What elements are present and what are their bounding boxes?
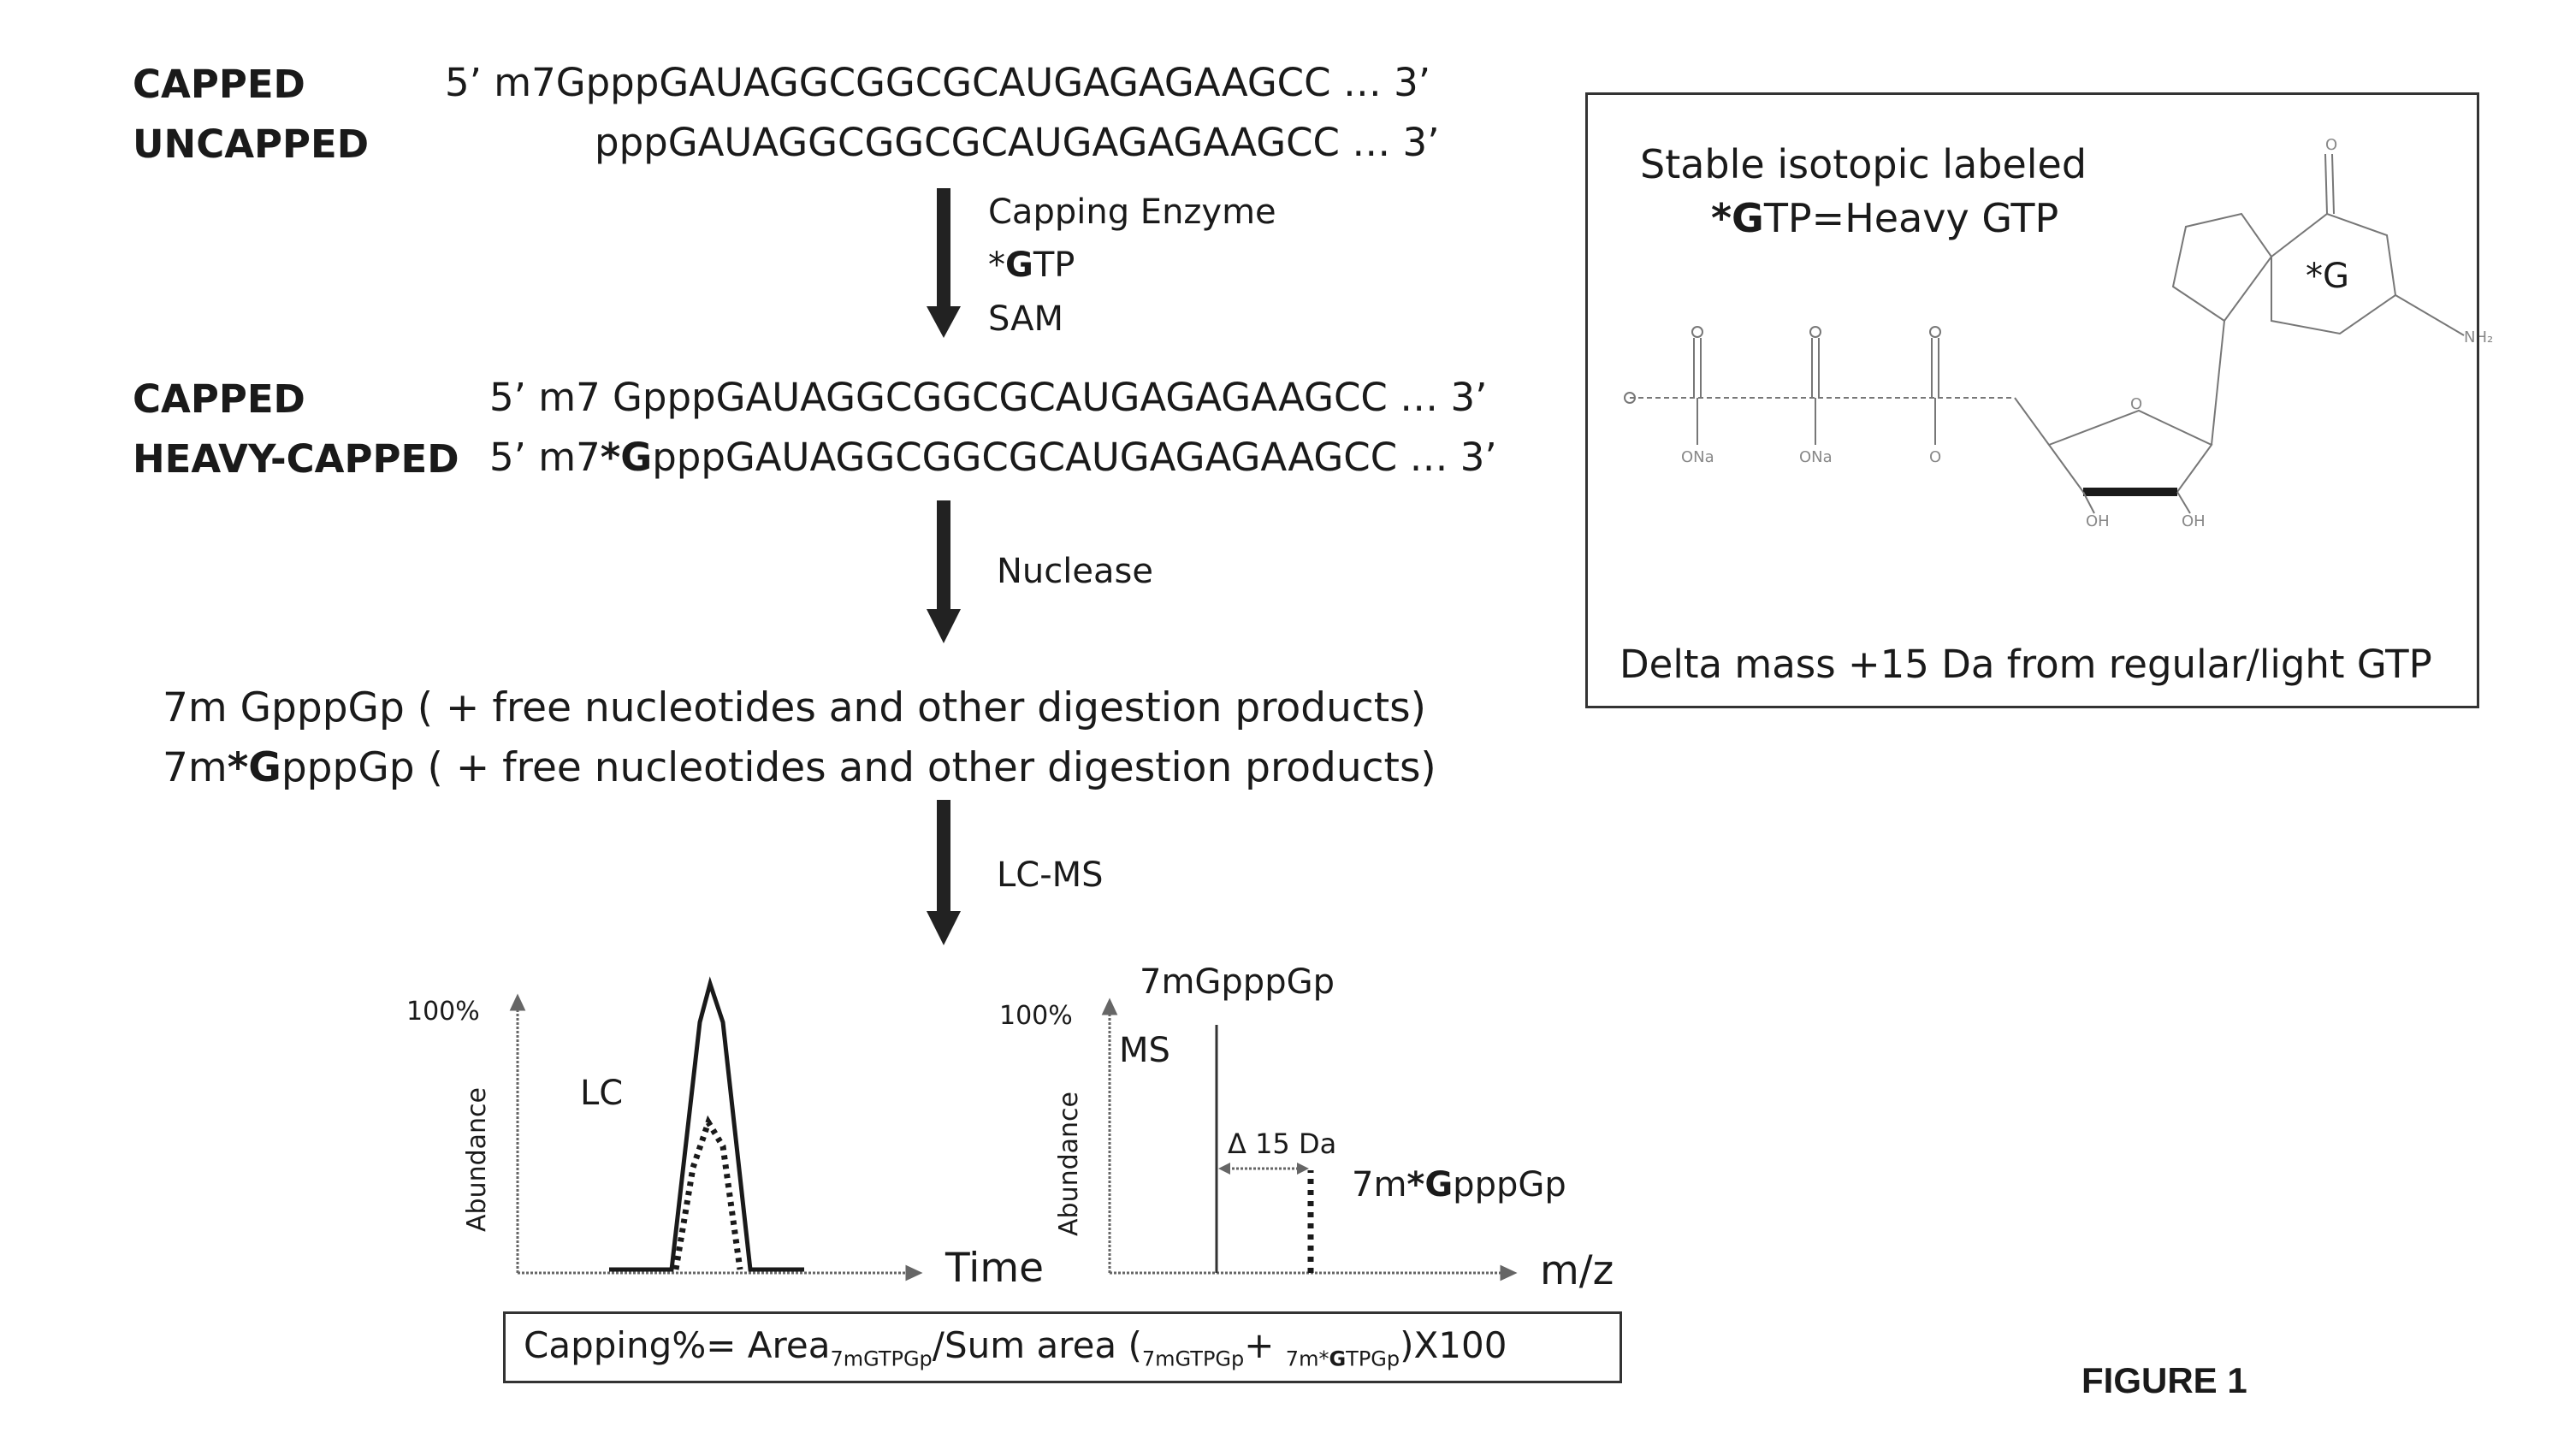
ms-y-max-tick: 100%	[999, 1001, 1073, 1031]
capping-formula: Capping%= Area7mGTPGp/Sum area (7mGTPGp+…	[524, 1324, 1507, 1371]
lcms-label: LC-MS	[997, 855, 1104, 895]
phosphate-ona-1-icon: ONa	[1681, 448, 1714, 466]
capping-formula-box	[503, 1311, 1622, 1383]
oh-3-icon: OH	[2182, 512, 2206, 530]
phosphate-ona-2-icon: ONa	[1799, 448, 1833, 466]
ms-light-peak-label: 7mGpppGp	[1140, 962, 1335, 1002]
ms-series-label: MS	[1119, 1031, 1170, 1070]
ms-x-axis-label: m/z	[1540, 1247, 1614, 1294]
lc-y-axis-label: Abundance	[462, 1087, 492, 1232]
ms-y-axis-label: Abundance	[1054, 1092, 1084, 1236]
heavy-gtp-reagent-label: *GTP	[988, 246, 1075, 285]
flow-arrow-2	[927, 500, 961, 643]
capped-sequence-top: 5’ m7GpppGAUAGGCGGCGCAUGAGAGAAGCC … 3’	[445, 60, 1431, 105]
heavy-cap-product: 7m*GpppGp ( + free nucleotides and other…	[163, 744, 1436, 791]
heavy-gtp-inset	[1585, 92, 2479, 708]
inset-title-line1: Stable isotopic labeled	[1640, 141, 2087, 187]
lc-solid-peak	[609, 976, 804, 1272]
flow-arrow-1	[927, 188, 961, 338]
lc-x-axis-label: Time	[945, 1245, 1045, 1292]
heavy-capped-label: HEAVY-CAPPED	[133, 436, 459, 482]
inset-footer: Delta mass +15 Da from regular/light GTP	[1620, 642, 2432, 687]
carbonyl-oxygen-icon: O	[2325, 136, 2337, 154]
lc-dotted-peak	[672, 1115, 743, 1270]
ms-heavy-peak-label: 7m*GpppGp	[1352, 1165, 1566, 1204]
capped-label-top: CAPPED	[133, 62, 305, 107]
uncapped-sequence: pppGAUAGGCGGCGCAUGAGAGAAGCC … 3’	[595, 120, 1440, 165]
inset-g-label: *G	[2306, 257, 2349, 296]
inset-title-line2: *GTP=Heavy GTP	[1711, 195, 2059, 241]
sam-label: SAM	[988, 299, 1064, 339]
ms-delta-label: Δ 15 Da	[1228, 1128, 1337, 1160]
nuclease-label: Nuclease	[997, 552, 1153, 591]
lc-y-max-tick: 100%	[406, 997, 480, 1027]
phosphate-o-icon: O	[1929, 448, 1941, 466]
heavy-gtp-structure	[1624, 153, 2465, 514]
flow-arrow-3	[927, 800, 961, 945]
heavy-capped-sequence: 5’ m7*GpppGAUAGGCGGCGCAUGAGAGAAGCC … 3’	[489, 435, 1497, 480]
capped-label-mid: CAPPED	[133, 376, 305, 422]
capped-sequence-mid: 5’ m7 GpppGAUAGGCGGCGCAUGAGAGAAGCC … 3’	[489, 375, 1488, 420]
oh-2-icon: OH	[2086, 512, 2110, 530]
capping-enzyme-label: Capping Enzyme	[988, 192, 1276, 232]
uncapped-label: UNCAPPED	[133, 121, 370, 167]
lc-series-label: LC	[580, 1074, 624, 1113]
delta-mass-arrow	[1218, 1163, 1309, 1175]
figure-label: FIGURE 1	[2081, 1360, 2247, 1400]
lc-plot-axes	[509, 993, 923, 1281]
ring-oxygen-icon: O	[2130, 395, 2142, 413]
light-cap-product: 7m GpppGp ( + free nucleotides and other…	[163, 684, 1426, 731]
